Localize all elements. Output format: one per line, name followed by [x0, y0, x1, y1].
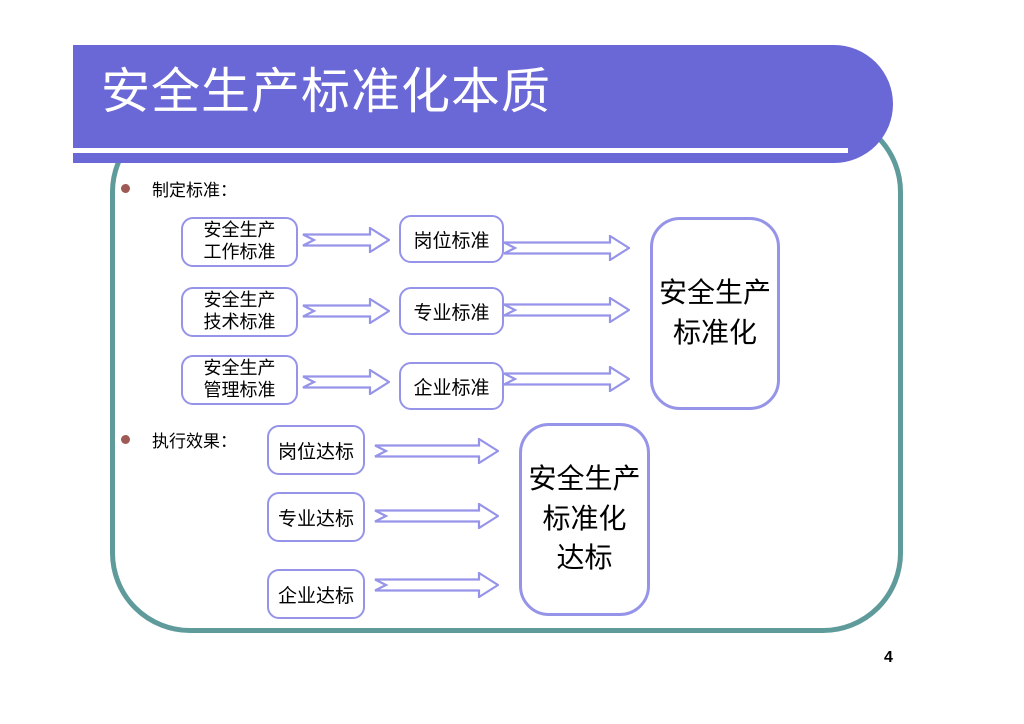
flow-arrow-icon: [374, 503, 499, 529]
box-work-standard: 安全生产 工作标准: [181, 217, 298, 267]
flow-arrow-icon: [374, 438, 499, 464]
box-standardization-attainment: 安全生产 标准化 达标: [519, 423, 650, 616]
box-technical-standard: 安全生产 技术标准: [181, 287, 298, 337]
bullet-dot-icon: [121, 183, 130, 193]
bullet-results-label: 执行效果：: [152, 431, 237, 451]
box-management-standard: 安全生产 管理标准: [181, 355, 298, 405]
bullet-dot-icon: [121, 434, 130, 444]
flow-arrow-icon: [503, 235, 630, 261]
flow-arrow-icon: [302, 227, 390, 253]
bullet-standards-label: 制定标准：: [152, 180, 237, 200]
page-number: 4: [884, 649, 893, 666]
box-post-standard: 岗位标准: [399, 215, 504, 263]
slide-title: 安全生产标准化本质: [101, 64, 552, 119]
bullet-standards: 制定标准：: [121, 178, 237, 200]
box-specialty-standard: 专业标准: [399, 287, 504, 335]
flow-arrow-icon: [503, 366, 630, 392]
title-underline: [73, 148, 848, 153]
box-specialty-attainment: 专业达标: [267, 492, 365, 542]
flow-arrow-icon: [302, 369, 390, 395]
flow-arrow-icon: [503, 297, 630, 323]
flow-arrow-icon: [302, 298, 390, 324]
box-enterprise-standard: 企业标准: [399, 362, 504, 410]
flow-arrow-icon: [374, 572, 499, 598]
box-enterprise-attainment: 企业达标: [267, 569, 365, 619]
title-banner: 安全生产标准化本质: [73, 45, 893, 163]
box-safety-standardization: 安全生产 标准化: [650, 217, 780, 410]
bullet-results: 执行效果：: [121, 429, 237, 451]
box-post-attainment: 岗位达标: [267, 425, 365, 475]
